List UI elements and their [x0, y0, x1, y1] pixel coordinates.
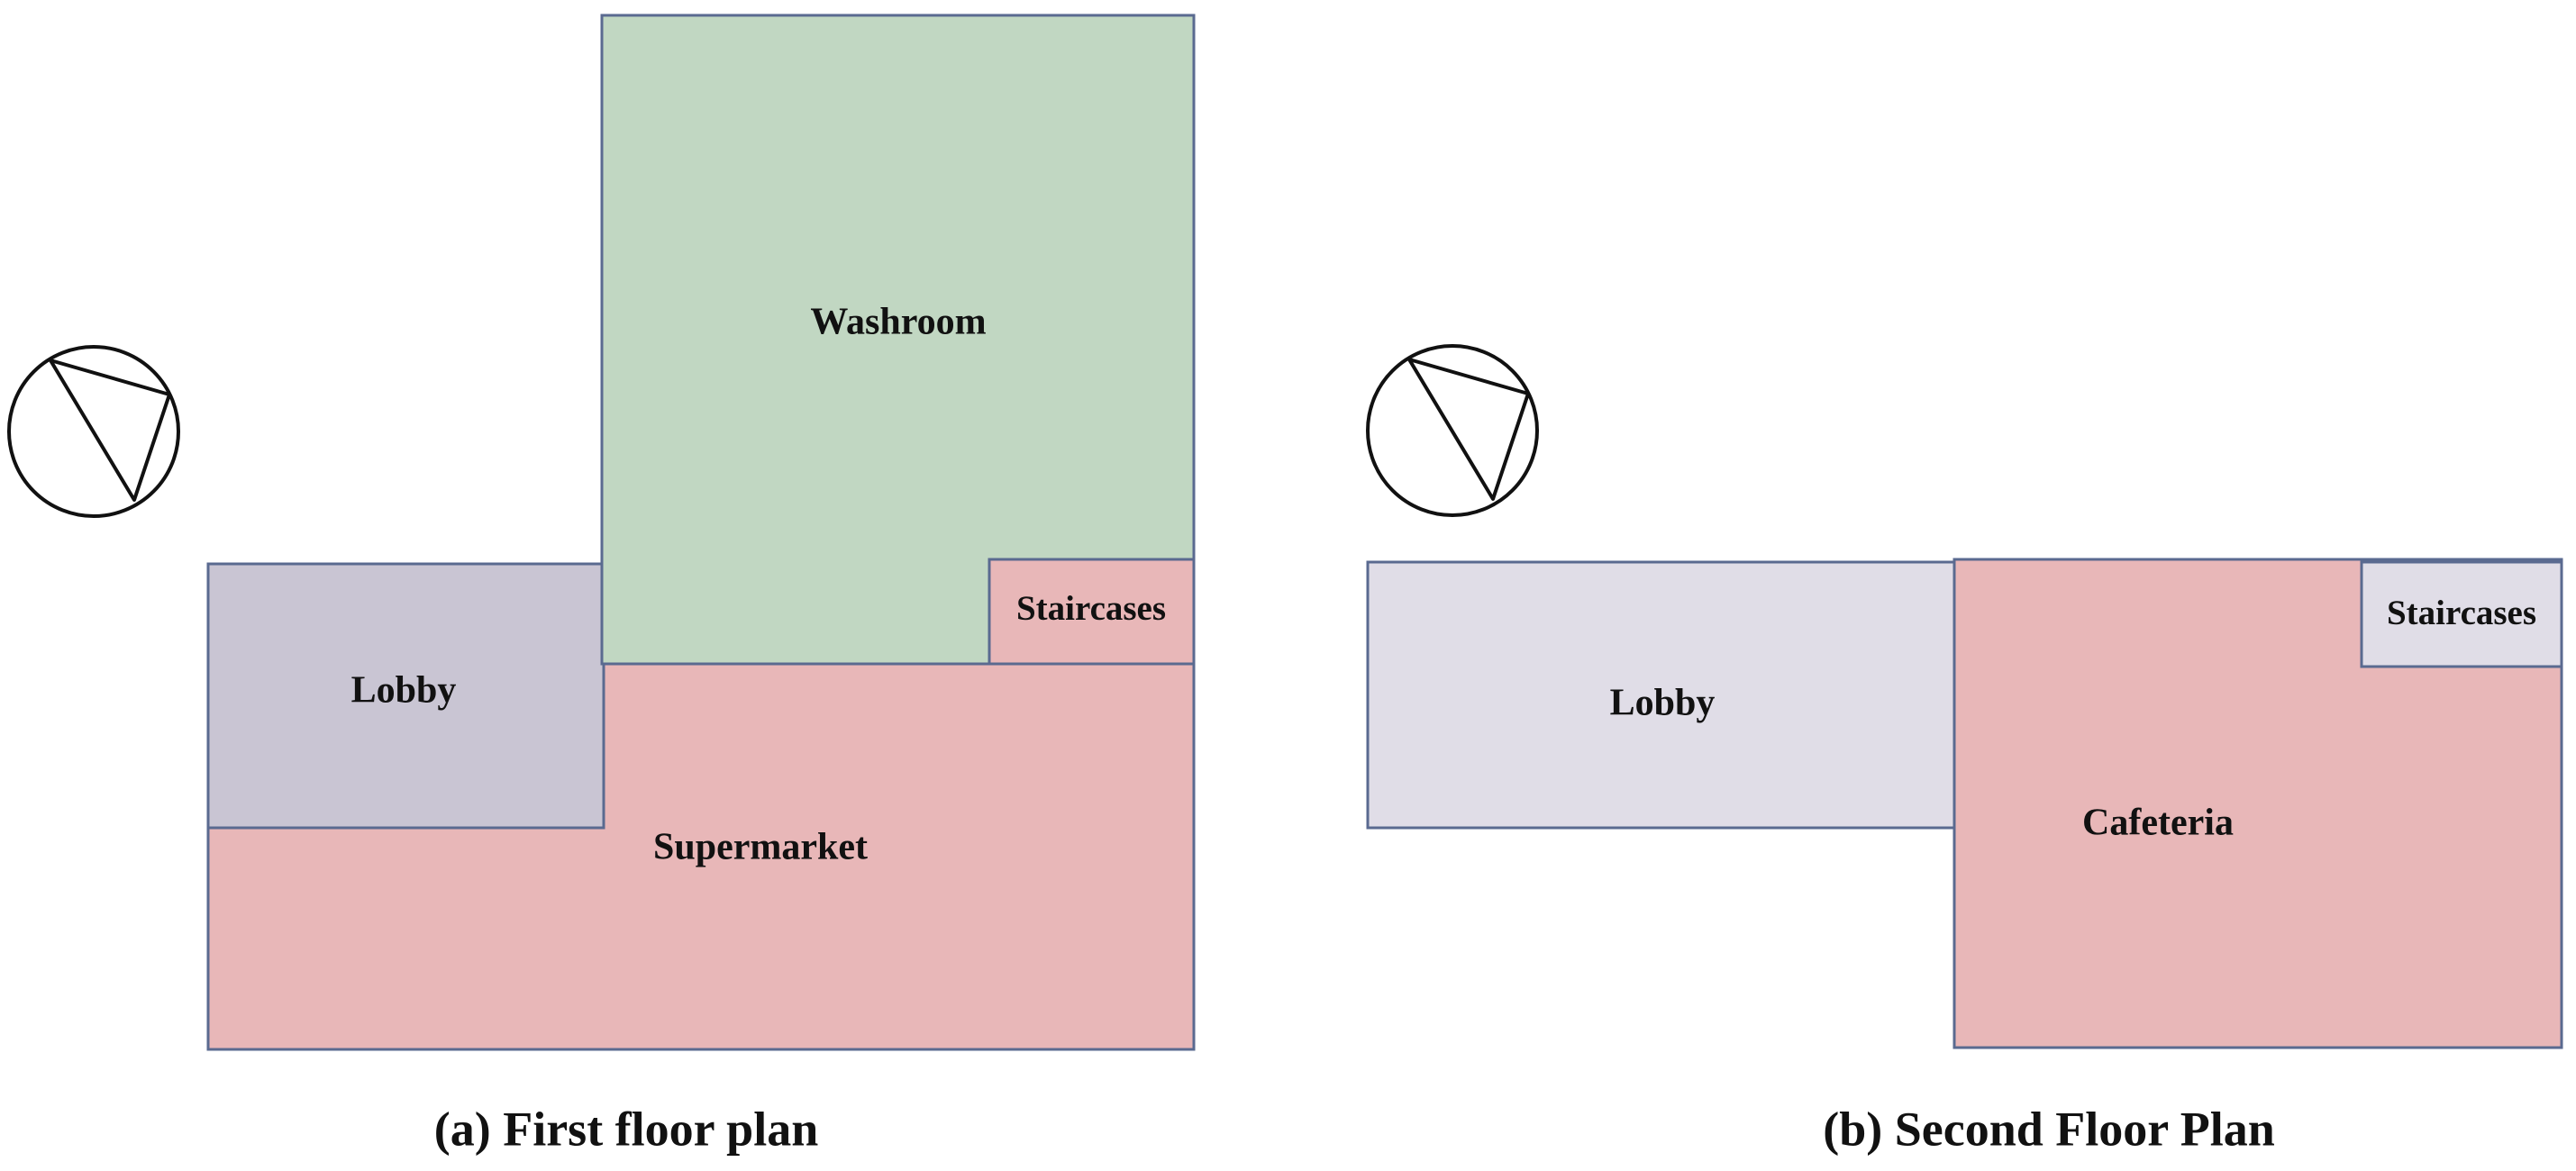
north-arrow-icon	[1366, 344, 1539, 517]
first-floor-plan: Washroom Lobby Staircases Supermarket (a…	[7, 14, 1196, 1156]
room-staircases	[2360, 560, 2563, 668]
room-label-washroom: Washroom	[810, 302, 986, 343]
caption-first-floor: (a) First floor plan	[434, 1102, 818, 1156]
caption-second-floor: (b) Second Floor Plan	[1823, 1102, 2275, 1156]
room-label-lobby: Lobby	[1610, 683, 1716, 724]
room-label-staircases: Staircases	[2387, 594, 2536, 632]
second-floor-plan: Lobby Staircases Cafeteria (b) Second Fl…	[1366, 344, 2563, 1156]
room-label-supermarket: Supermarket	[653, 827, 868, 868]
room-lobby	[206, 562, 605, 830]
room-label-staircases: Staircases	[1016, 589, 1166, 628]
room-lobby	[1366, 560, 1956, 830]
room-staircases	[988, 558, 1196, 666]
room-label-cafeteria: Cafeteria	[2082, 803, 2234, 844]
north-arrow-icon	[7, 345, 180, 518]
room-label-lobby: Lobby	[351, 670, 457, 712]
